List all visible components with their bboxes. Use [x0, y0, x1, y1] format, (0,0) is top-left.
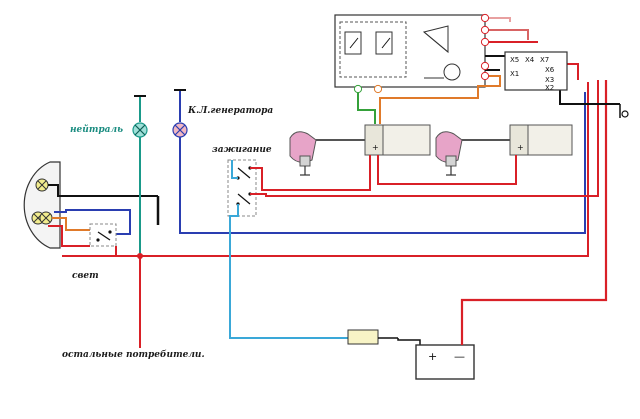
commutator-right: + [509, 124, 573, 156]
ground-icon [619, 104, 629, 118]
commutator-left: + [364, 124, 431, 156]
generator-blue-wire [179, 92, 586, 234]
generator-lamp-label: К.Л.генератора [187, 106, 273, 116]
ignition-coil-right [435, 131, 510, 176]
svg-text:+: + [372, 143, 379, 152]
terminal-x5: X5 [510, 56, 519, 64]
regulator-outputs [357, 17, 620, 124]
battery-minus-label: — [454, 350, 465, 363]
other-consumers-label: остальные потребители. [62, 349, 205, 360]
generator-rotor-icon [443, 63, 461, 81]
headlight-blue-wire [54, 209, 131, 235]
headlight-wiring [48, 184, 160, 247]
terminal-x1: X1 [510, 70, 519, 78]
headlight-orange-wire [52, 217, 90, 231]
commutator-wiring [369, 155, 517, 190]
generator-lamp-icon [172, 122, 188, 138]
generator-lamp [172, 89, 188, 138]
headlight-bulb-small-icon [35, 178, 49, 192]
ignition-coil-left [289, 131, 365, 176]
terminal-block: X5 X4 X7 X1 X6 X3 X2 [504, 51, 568, 92]
light-label: свет [72, 271, 99, 281]
terminal-x4: X4 [525, 56, 535, 64]
headlight-red-wire [48, 225, 90, 247]
headlight [23, 161, 61, 249]
ignition-label: зажигание [212, 145, 272, 155]
battery-plus-label: + [428, 350, 437, 363]
red-bus-wires [62, 82, 589, 348]
headlight-bulb-large-icon [31, 211, 53, 225]
fuse [347, 329, 421, 345]
voltage-regulator [334, 14, 486, 88]
neutral-lamp-icon [132, 122, 148, 138]
terminal-x7: X7 [540, 56, 549, 64]
terminal-x3: X3 [545, 76, 554, 84]
headlight-black-wire [48, 184, 140, 197]
svg-text:+: + [517, 143, 524, 152]
battery-red-wire [460, 80, 608, 345]
light-switch [89, 223, 117, 247]
bus-junction [137, 253, 143, 259]
neutral-label: нейтраль [70, 124, 123, 135]
battery: + — [415, 344, 475, 380]
terminal-x2: X2 [545, 84, 554, 92]
regulator-terminal-screws [353, 13, 490, 94]
terminal-x6: X6 [545, 66, 555, 74]
neutral-lamp [132, 95, 148, 138]
